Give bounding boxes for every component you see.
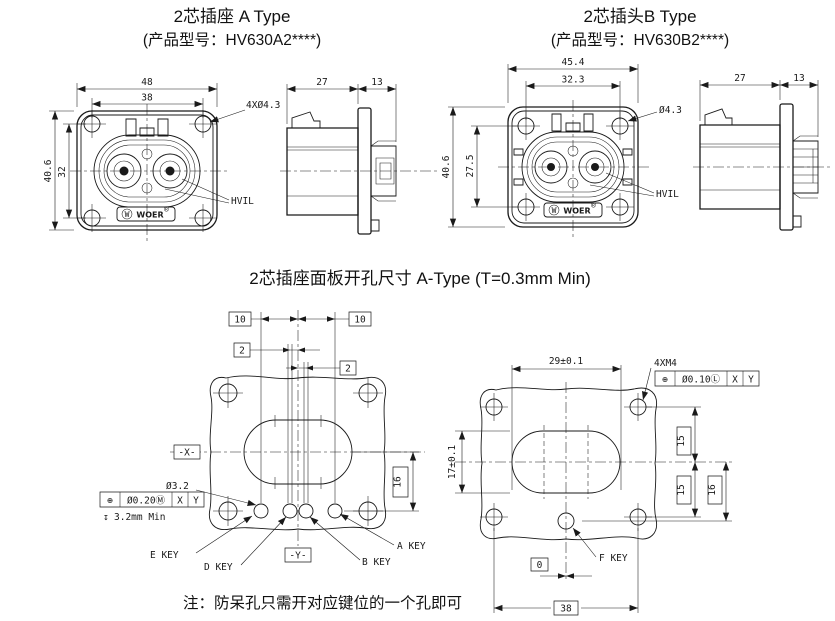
dims-plug-b-side: 27 13 <box>700 73 818 137</box>
gdt-datum-2: Y <box>193 496 199 507</box>
plug-b-model: (产品型号：HV630B2****) <box>551 31 729 49</box>
key-holes <box>254 504 342 518</box>
dim-40-6: 40.6 <box>441 155 452 178</box>
thread-callout-4xm4: 4XM4 <box>654 358 677 369</box>
titles: 2芯插座 A Type (产品型号：HV630A2****) 2芯插头B Typ… <box>143 7 729 612</box>
corner-hole-crosshairs <box>480 393 652 531</box>
dim-panel-left-16: 16 <box>344 452 419 511</box>
gdt-tolerance: Ø0.10Ⓛ <box>682 375 721 386</box>
dims-socket-a-side: 27 13 <box>287 77 396 142</box>
gdt-position-symbol: ⊕ <box>107 496 113 507</box>
socket-a-front-view: W WOER ® 48 38 40.6 32 4XØ4.3 HVIL <box>43 77 280 243</box>
dim-29: 29±0.1 <box>549 356 584 367</box>
panel-cutout-left: -X- 10 10 2 2 16 Ø3.2 <box>100 310 426 573</box>
dim-2-right: 2 <box>345 364 351 375</box>
plug-b-title: 2芯插头B Type <box>583 7 696 26</box>
plug-b-front-view: W WOER ® 45.4 32.3 40.6 27.5 Ø4.3 HVIL <box>441 57 682 238</box>
depth-note: 3.2mm Min <box>114 512 165 523</box>
woer-logo: W WOER ® <box>117 205 175 221</box>
dim-17: 17±0.1 <box>447 445 458 480</box>
hole-crosshairs <box>512 112 634 221</box>
key-labels: E KEY D KEY -Y- B KEY A KEY <box>150 514 426 573</box>
dim-15-lower: 15 <box>676 484 687 495</box>
key-a-label: A KEY <box>397 541 426 552</box>
gdt-callout-left: Ø3.2 ⊕ Ø0.20Ⓜ X Y ↧ 3.2mm Min <box>100 481 256 523</box>
logo-reg: ® <box>164 205 169 214</box>
logo-name: WOER <box>136 211 163 220</box>
socket-a-title: 2芯插座 A Type <box>174 7 291 26</box>
dim-38: 38 <box>560 604 572 615</box>
dim-27-5: 27.5 <box>465 155 476 178</box>
key-b-label: B KEY <box>362 557 391 568</box>
datum-x: -X- <box>178 448 195 459</box>
dims-panel-left-top: 10 10 2 2 <box>229 312 371 375</box>
depth-symbol: ↧ <box>103 512 109 523</box>
dim-15-upper: 15 <box>676 435 687 446</box>
socket-a-side-view: 27 13 <box>280 77 437 234</box>
dim-38: 38 <box>141 93 153 104</box>
key-d-label: D KEY <box>204 562 233 573</box>
plug-b-side-view: 27 13 <box>693 73 830 230</box>
logo-reg: ® <box>591 201 596 210</box>
dim-48: 48 <box>141 77 153 88</box>
hole-crosshairs <box>78 110 217 232</box>
gdt-position-symbol: ⊕ <box>662 375 668 386</box>
top-tabs <box>514 114 632 185</box>
dim-2-left: 2 <box>239 346 245 357</box>
panel-cutout-title: 2芯插座面板开孔尺寸 A-Type (T=0.3mm Min) <box>249 269 590 288</box>
hole-dia-3-2: Ø3.2 <box>166 481 189 492</box>
dim-0: 0 <box>537 560 543 571</box>
gdt-datum-1: X <box>732 375 738 386</box>
dim-32: 32 <box>57 166 68 177</box>
dim-16: 16 <box>707 484 718 496</box>
datum-y: -Y- <box>289 551 306 562</box>
socket-a-model: (产品型号：HV630A2****) <box>143 31 321 49</box>
key-f-label: F KEY <box>599 553 628 564</box>
dim-27: 27 <box>734 73 745 84</box>
hvil-label: HVIL <box>231 196 254 207</box>
panel-cutout-right: 29±0.1 4XM4 ⊕ Ø0.10Ⓛ X Y 17±0.1 15 15 <box>447 356 759 615</box>
dims-socket-a-front: 48 38 40.6 32 4XØ4.3 HVIL <box>43 77 280 230</box>
dim-45-4: 45.4 <box>562 57 585 68</box>
dim-16: 16 <box>393 476 404 488</box>
dim-10-left: 10 <box>234 315 246 326</box>
dim-13: 13 <box>793 73 804 84</box>
gdt-datum-1: X <box>177 496 183 507</box>
logo-name: WOER <box>563 207 590 216</box>
dim-40-6: 40.6 <box>43 159 54 182</box>
gdt-tolerance: Ø0.20Ⓜ <box>127 496 166 507</box>
logo-mark: W <box>552 206 557 215</box>
callout-4x-dia-4-3: 4XØ4.3 <box>246 100 280 111</box>
dims-panel-right: 29±0.1 4XM4 ⊕ Ø0.10Ⓛ X Y 17±0.1 15 15 <box>447 356 759 615</box>
gdt-datum-2: Y <box>748 375 754 386</box>
dim-13: 13 <box>371 77 382 88</box>
dims-plug-b-front: 45.4 32.3 40.6 27.5 Ø4.3 HVIL <box>441 57 682 227</box>
logo-mark: W <box>125 210 130 219</box>
key-e-label: E KEY <box>150 550 179 561</box>
hvil-label: HVIL <box>656 189 679 200</box>
dim-10-right: 10 <box>354 315 366 326</box>
dim-32-3: 32.3 <box>562 75 585 86</box>
dim-27: 27 <box>316 77 327 88</box>
note-text: 注：防呆孔只需开对应键位的一个孔即可 <box>183 593 462 612</box>
callout-dia-4-3: Ø4.3 <box>659 105 682 116</box>
